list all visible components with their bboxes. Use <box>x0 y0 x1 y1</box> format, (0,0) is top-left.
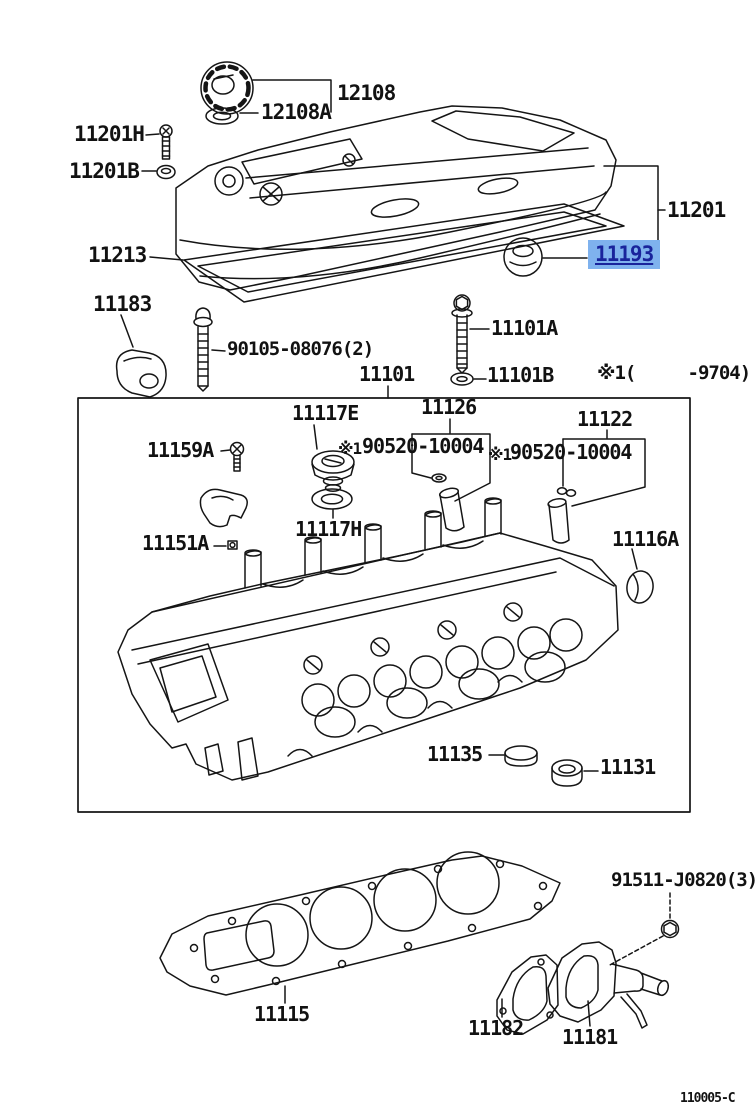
part-label-11115[interactable]: 11115 <box>254 1002 310 1026</box>
part-label-90105-08076[interactable]: 90105-08076(2) <box>227 338 374 360</box>
part-label-11213[interactable]: 11213 <box>88 243 147 267</box>
cover-gasket-11213-drawing <box>149 203 625 303</box>
valve-cover-drawing <box>175 105 617 291</box>
part-label-11181[interactable]: 11181 <box>562 1025 618 1049</box>
plug-11131-drawing <box>551 759 599 787</box>
assembly-box-border <box>77 397 691 813</box>
ref-mark-2: ※1 <box>488 445 512 464</box>
bolt-11201h-drawing <box>145 124 173 160</box>
gasket-11117h-drawing <box>311 488 353 519</box>
part-label-11101B[interactable]: 11101B <box>487 363 554 387</box>
part-label-12108[interactable]: 12108 <box>337 81 396 105</box>
part-label-91511-J0820[interactable]: 91511-J0820(3) <box>611 869 756 891</box>
plug-11117e-drawing <box>311 424 355 492</box>
leader-bracket-11201 <box>603 165 666 255</box>
part-label-90520-10004-b[interactable]: 90520-10004 <box>510 440 632 464</box>
bracket-90520-right <box>556 429 646 507</box>
part-label-11126[interactable]: 11126 <box>421 395 477 419</box>
water-outlet-11181-drawing <box>547 941 670 1029</box>
bolt-91511-drawing <box>607 892 680 967</box>
nut-11151a-drawing <box>213 540 238 550</box>
part-label-11183[interactable]: 11183 <box>93 292 152 316</box>
grommet-11201b-drawing <box>141 164 176 180</box>
plug-11135-drawing <box>488 745 538 767</box>
part-label-11117E[interactable]: 11117E <box>292 401 359 425</box>
part-label-11131[interactable]: 11131 <box>600 755 656 779</box>
part-label-11122[interactable]: 11122 <box>577 407 633 431</box>
bolt-90105-drawing <box>193 307 226 392</box>
bracket-part-drawing <box>199 488 248 528</box>
grommet-11193-drawing <box>503 237 588 277</box>
part-label-11182[interactable]: 11182 <box>468 1016 524 1040</box>
part-label-11201H[interactable]: 11201H <box>74 122 145 146</box>
part-label-12108A[interactable]: 12108A <box>261 100 332 124</box>
part-label-11135[interactable]: 11135 <box>427 742 483 766</box>
drawing-number: 110005-C <box>680 1091 736 1106</box>
part-label-11159A[interactable]: 11159A <box>147 438 214 462</box>
part-label-11101[interactable]: 11101 <box>359 362 415 386</box>
valve-guide-11126-drawing <box>438 487 465 532</box>
part-label-11201B[interactable]: 11201B <box>69 159 140 183</box>
head-gasket-11115-drawing <box>159 851 561 1004</box>
bolt-11159a-drawing <box>220 441 245 472</box>
part-label-90520-10004-a[interactable]: 90520-10004 <box>362 434 484 458</box>
seal-cap-11183-drawing <box>115 314 167 398</box>
applicability-note: ※1( -9704) <box>597 362 751 384</box>
part-label-11116A[interactable]: 11116A <box>612 527 679 551</box>
washer-11101b-drawing <box>450 372 487 386</box>
oil-filler-cap-drawing <box>200 61 254 115</box>
outlet-gasket-11182-drawing <box>496 954 559 1035</box>
plug-11116a-drawing <box>626 548 654 604</box>
part-label-11117H[interactable]: 11117H <box>295 517 362 541</box>
cap-gasket-12108a-drawing <box>205 107 239 125</box>
part-label-11151A[interactable]: 11151A <box>142 531 209 555</box>
head-bolt-11101a-drawing <box>451 294 490 374</box>
part-link-11193-highlighted[interactable]: 11193 <box>588 240 661 269</box>
part-label-11101A[interactable]: 11101A <box>491 316 558 340</box>
ref-mark-1: ※1 <box>338 439 362 458</box>
cylinder-head-drawing <box>117 497 619 781</box>
leader-lines-12108 <box>239 79 332 114</box>
part-label-11201[interactable]: 11201 <box>667 198 726 222</box>
valve-guide-11122-drawing <box>547 498 570 544</box>
bracket-90520-left <box>411 418 491 502</box>
